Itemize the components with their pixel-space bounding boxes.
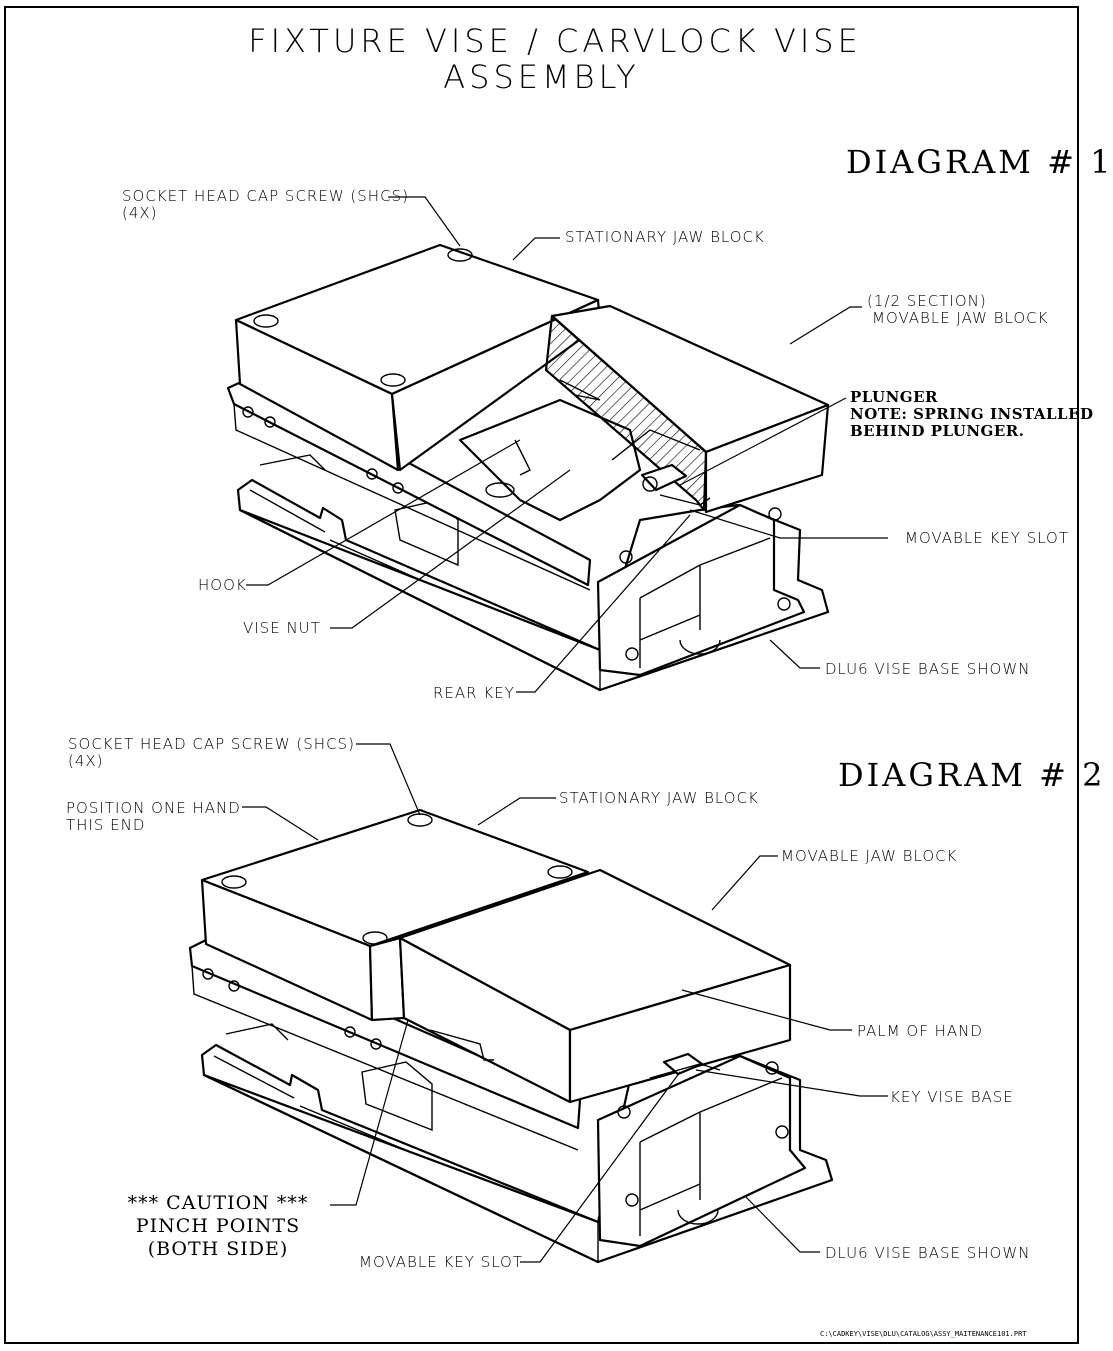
d1-shcs-qty: (4X) bbox=[122, 204, 158, 222]
d2-palm-label: PALM OF HAND bbox=[857, 1022, 983, 1040]
d1-base-label: DLU6 VISE BASE SHOWN bbox=[825, 660, 1031, 678]
d1-movable-key-slot-label: MOVABLE KEY SLOT bbox=[905, 529, 1070, 547]
d2-pinch-points: PINCH POINTS bbox=[135, 1215, 301, 1237]
d1-note-line2: BEHIND PLUNGER. bbox=[850, 422, 1025, 440]
stationary-jaw-block-2 bbox=[200, 808, 590, 1022]
drawing-title-line2: ASSEMBLY bbox=[443, 58, 640, 96]
d2-position-hand-line1: POSITION ONE HAND bbox=[66, 799, 241, 817]
d2-both-side: (BOTH SIDE) bbox=[147, 1238, 289, 1260]
d1-section-label: (1/2 SECTION) bbox=[867, 292, 987, 310]
d2-stationary-jaw-label: STATIONARY JAW BLOCK bbox=[559, 789, 759, 807]
d2-base-label: DLU6 VISE BASE SHOWN bbox=[825, 1244, 1031, 1262]
diagram-2-leaders bbox=[242, 743, 888, 1263]
d1-hook-label: HOOK bbox=[198, 576, 247, 594]
movable-jaw-block-section-1 bbox=[544, 304, 830, 514]
vise-nut-1 bbox=[458, 398, 642, 522]
diagram-2-heading: DIAGRAM # 2 bbox=[838, 756, 1106, 794]
key-2 bbox=[649, 1052, 721, 1079]
drawing-sheet: FIXTURE VISE / CARVLOCK VISE ASSEMBLY DI… bbox=[4, 6, 1110, 1344]
d1-plunger-label: PLUNGER bbox=[850, 388, 939, 406]
diagram-1-illustration bbox=[226, 243, 830, 692]
d1-rear-key-label: REAR KEY bbox=[433, 684, 515, 702]
d1-stationary-jaw-label: STATIONARY JAW BLOCK bbox=[565, 228, 765, 246]
d2-caution-heading: *** CAUTION *** bbox=[127, 1192, 309, 1214]
file-path-text: C:\CADKEY\VISE\DLU\CATALOG\ASSY_MAITENAN… bbox=[820, 1330, 1027, 1338]
movable-jaw-block-2 bbox=[398, 868, 792, 1104]
vise-base-2 bbox=[200, 1023, 834, 1264]
d1-movable-jaw-label: MOVABLE JAW BLOCK bbox=[872, 309, 1049, 327]
plunger-1 bbox=[640, 463, 711, 506]
diagram-1-heading: DIAGRAM # 1 bbox=[846, 143, 1113, 181]
d1-shcs-label: SOCKET HEAD CAP SCREW (SHCS) bbox=[122, 187, 409, 205]
drawing-title-line1: FIXTURE VISE / CARVLOCK VISE bbox=[248, 22, 862, 60]
d1-note-line1: NOTE: SPRING INSTALLED bbox=[850, 405, 1094, 423]
d2-key-vise-base-label: KEY VISE BASE bbox=[890, 1088, 1014, 1106]
diagram-1-leaders bbox=[246, 196, 888, 693]
vise-base-1 bbox=[236, 454, 830, 692]
diagram-2-illustration bbox=[188, 808, 834, 1264]
d2-movable-jaw-label: MOVABLE JAW BLOCK bbox=[781, 847, 958, 865]
drawing-border bbox=[4, 6, 1079, 1344]
d2-shcs-qty: (4X) bbox=[68, 752, 104, 770]
d1-vise-nut-label: VISE NUT bbox=[243, 619, 321, 637]
d2-shcs-label: SOCKET HEAD CAP SCREW (SHCS) bbox=[68, 735, 355, 753]
d2-position-hand-line2: THIS END bbox=[66, 816, 146, 834]
drawing-linework bbox=[188, 196, 888, 1264]
d2-movable-key-slot-label: MOVABLE KEY SLOT bbox=[359, 1253, 524, 1271]
